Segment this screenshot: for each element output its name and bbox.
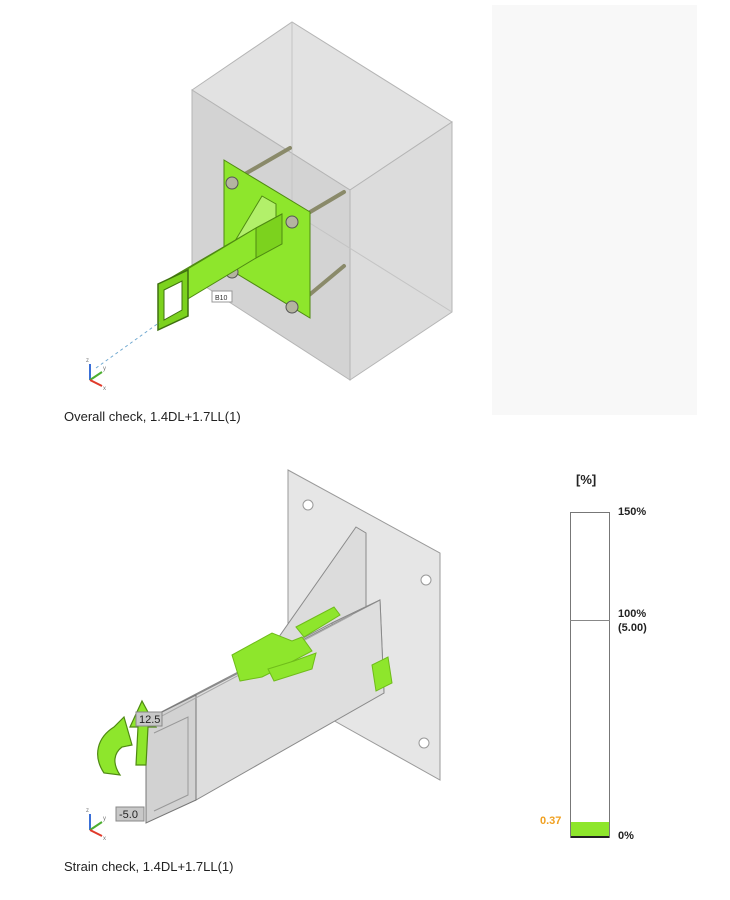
scale-unit-label: [%] xyxy=(576,472,597,487)
hollow-beam xyxy=(157,213,283,332)
strain-check-caption: Strain check, 1.4DL+1.7LL(1) xyxy=(64,859,234,874)
scale-mid-label: 100% xyxy=(618,608,647,620)
projection-line xyxy=(95,321,161,369)
moment-value-box xyxy=(115,806,145,822)
svg-text:y: y xyxy=(103,366,106,372)
svg-text:y: y xyxy=(103,816,106,822)
scale-max-label: 150% xyxy=(618,506,647,518)
svg-text:z: z xyxy=(86,358,89,364)
scale-value-label: 0.37 xyxy=(540,815,562,827)
overall-check-3d-model: B10 z y x xyxy=(86,5,697,415)
scale-min-label: 0% xyxy=(618,830,634,842)
hollow-beam xyxy=(145,599,385,824)
svg-text:z: z xyxy=(86,808,89,814)
strain-check-view: 12.5 -5.0 z y x xyxy=(0,455,520,855)
axis-triad-icon: z y x xyxy=(86,808,106,842)
scale-bar xyxy=(570,512,610,838)
scale-mid-sub-label: (5.00) xyxy=(618,622,647,634)
strain-check-3d-model: 12.5 -5.0 z y x xyxy=(86,469,441,842)
viewport-background xyxy=(492,5,697,415)
top-value-label: 12.5 xyxy=(139,714,160,726)
member-tag: B10 xyxy=(215,295,228,302)
top-value-box xyxy=(135,711,163,727)
overall-check-caption: Overall check, 1.4DL+1.7LL(1) xyxy=(64,409,241,424)
axis-triad-icon: z y x xyxy=(86,358,106,392)
svg-text:x: x xyxy=(103,386,106,392)
strain-highlight-regions xyxy=(231,606,393,692)
scale-100-mark xyxy=(570,620,610,621)
scale-fill-bar xyxy=(571,822,609,838)
member-tag-box xyxy=(211,290,233,303)
overall-check-view: B10 z y x xyxy=(0,0,730,440)
strain-scale-legend: [%] 150% 100% (5.00) 0% 0.37 xyxy=(530,470,690,850)
moment-value-label: -5.0 xyxy=(119,809,138,821)
svg-text:x: x xyxy=(103,836,106,842)
